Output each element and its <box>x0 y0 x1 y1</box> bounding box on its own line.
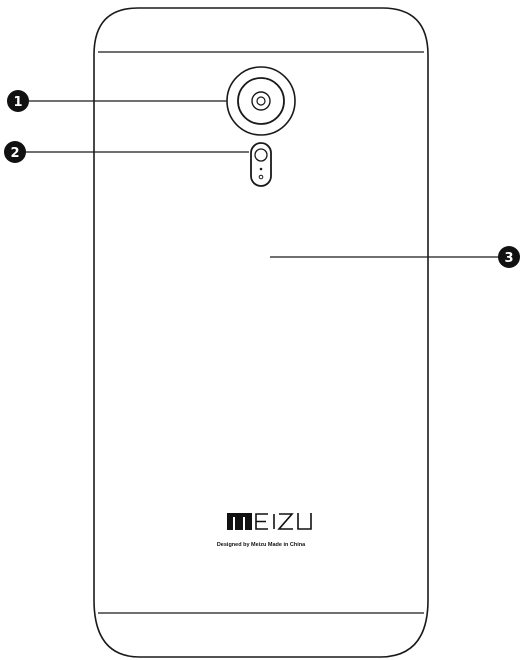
camera-inner-ring <box>237 77 285 125</box>
meizu-logo: MEIZU <box>227 511 315 536</box>
callout-number-2: 2 <box>10 146 19 161</box>
flash-sensor-dot <box>259 167 263 171</box>
logo-letters <box>255 513 312 530</box>
flash-module-icon <box>250 142 272 187</box>
logo-text: MEIZU <box>228 511 315 536</box>
camera-lens-ring <box>251 91 271 111</box>
phone-body <box>93 7 429 658</box>
callout-lines <box>24 100 499 258</box>
callout-number-1: 1 <box>13 95 22 110</box>
callout-marker-2: 2 <box>4 141 26 163</box>
flash-led <box>254 148 268 162</box>
flash-housing <box>250 142 272 187</box>
camera-lens-icon <box>226 66 296 136</box>
callout-marker-1: 1 <box>7 90 29 112</box>
tagline: Designed by Meizu Made in China <box>217 542 306 548</box>
callout-marker-3: 3 <box>498 246 520 268</box>
phone-outline <box>93 7 429 658</box>
flash-mic-dot <box>258 174 264 180</box>
callout-number-3: 3 <box>504 251 513 266</box>
camera-lens-center <box>256 96 266 106</box>
